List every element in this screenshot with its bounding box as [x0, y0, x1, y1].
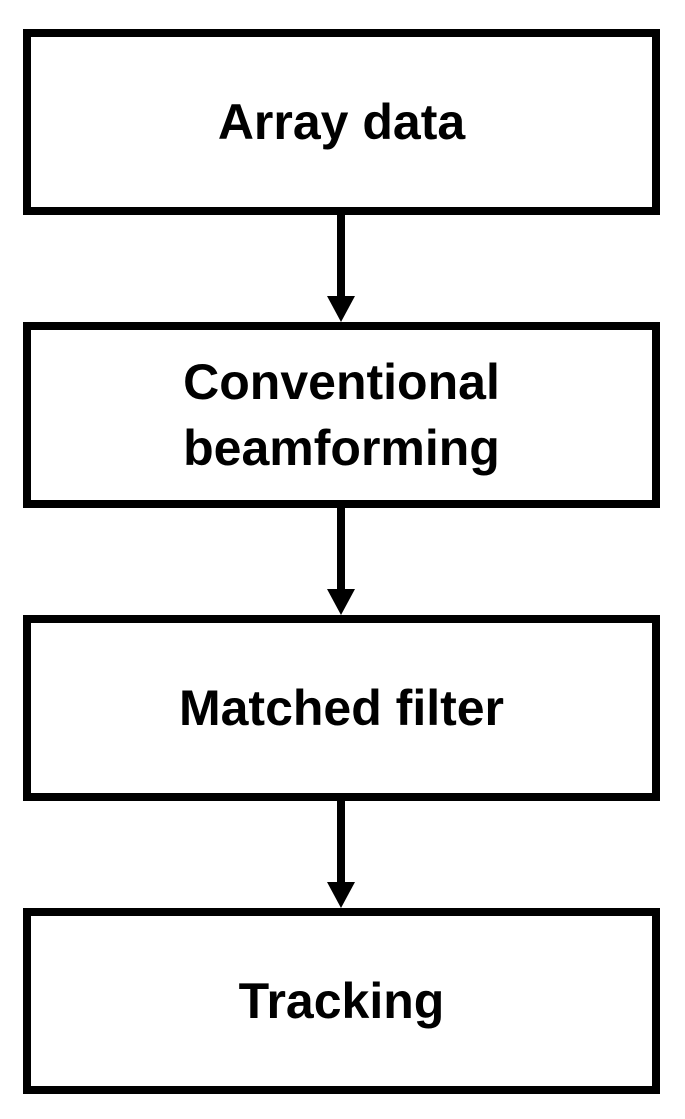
step-array-data-box: Array data [23, 29, 660, 215]
arrow-1-head [327, 296, 355, 322]
step-tracking-box: Tracking [23, 908, 660, 1094]
arrow-1-to-2 [327, 215, 355, 322]
arrow-3-to-4 [327, 801, 355, 908]
arrow-2-to-3 [327, 508, 355, 615]
arrow-3-head [327, 882, 355, 908]
step-conventional-beamforming-label: Conventional beamforming [183, 354, 500, 476]
step-matched-filter-label: Matched filter [178, 680, 505, 736]
arrow-2-head [327, 589, 355, 615]
step-array-data-label: Array data [217, 94, 466, 150]
step-matched-filter-box: Matched filter [23, 615, 660, 801]
step-conventional-beamforming-box: Conventional beamforming [23, 322, 660, 508]
step-tracking-label: Tracking [238, 973, 445, 1029]
